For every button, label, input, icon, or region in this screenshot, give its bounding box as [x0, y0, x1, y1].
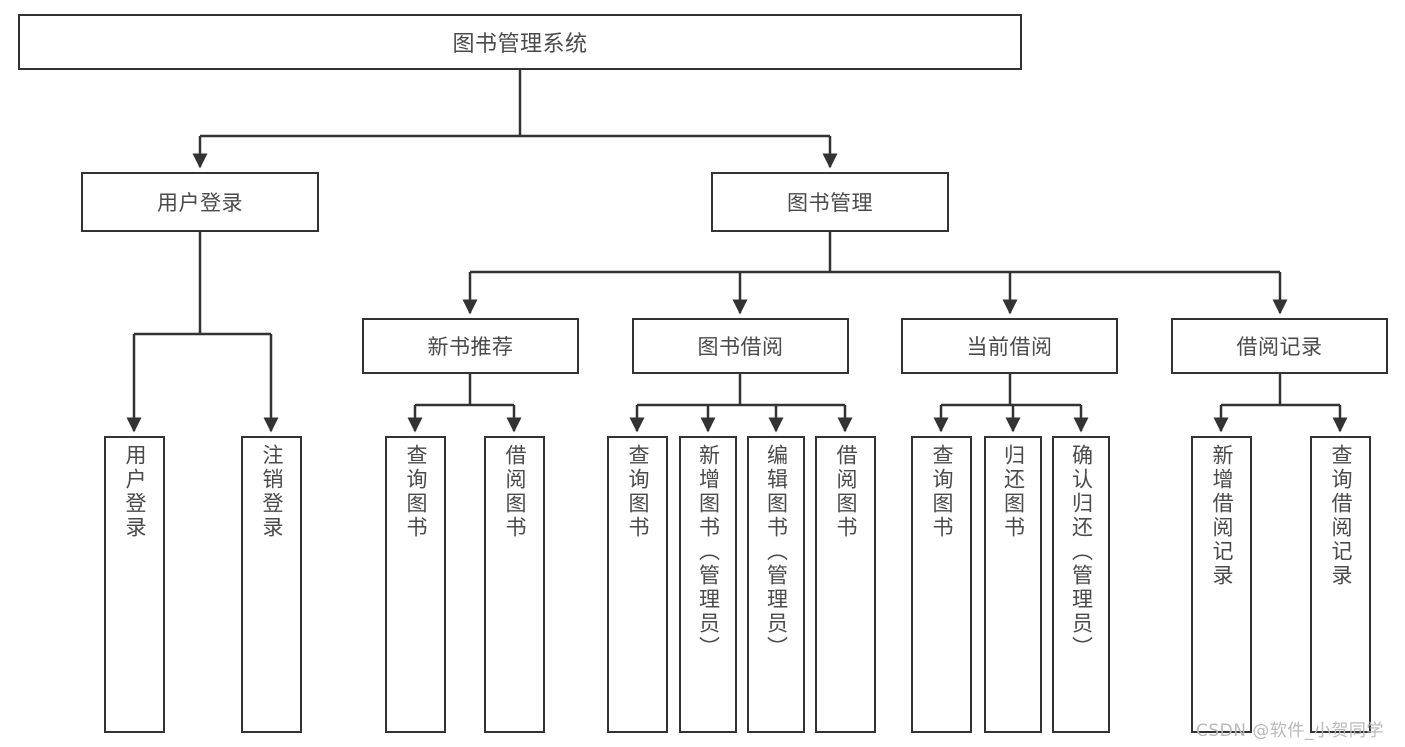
node-leaf-query-book-3-label: 查询图书	[929, 444, 954, 540]
node-leaf-query-book-2-label: 查询图书	[625, 444, 650, 540]
node-leaf-query-record[interactable]: 查询借阅记录	[1310, 436, 1371, 733]
node-leaf-add-record[interactable]: 新增借阅记录	[1191, 436, 1252, 733]
node-leaf-borrow-book-1[interactable]: 借阅图书	[484, 436, 545, 733]
node-borrow-record-label: 借阅记录	[1236, 335, 1323, 359]
node-current-borrow[interactable]: 当前借阅	[901, 318, 1118, 374]
node-book-manage[interactable]: 图书管理	[711, 172, 949, 232]
node-new-book-rec[interactable]: 新书推荐	[362, 318, 579, 374]
node-root[interactable]: 图书管理系统	[18, 14, 1022, 70]
node-leaf-query-book-1-label: 查询图书	[403, 444, 428, 540]
node-leaf-return-book[interactable]: 归还图书	[984, 436, 1042, 733]
node-leaf-query-book-1[interactable]: 查询图书	[385, 436, 446, 733]
node-leaf-query-book-3[interactable]: 查询图书	[911, 436, 972, 733]
node-leaf-add-book-label: 新增图书（管理员）	[696, 444, 721, 660]
node-leaf-query-book-2[interactable]: 查询图书	[607, 436, 668, 733]
node-user-login-label: 用户登录	[157, 191, 243, 215]
node-leaf-borrow-book-1-label: 借阅图书	[502, 444, 527, 540]
node-leaf-add-book[interactable]: 新增图书（管理员）	[679, 436, 737, 733]
node-leaf-user-login-label: 用户登录	[122, 444, 147, 540]
node-book-manage-label: 图书管理	[787, 191, 873, 215]
node-leaf-user-login[interactable]: 用户登录	[104, 436, 165, 733]
node-leaf-query-record-label: 查询借阅记录	[1328, 444, 1353, 588]
node-leaf-logout-label: 注销登录	[259, 444, 284, 540]
node-leaf-confirm-return[interactable]: 确认归还（管理员）	[1052, 436, 1110, 733]
node-leaf-edit-book-label: 编辑图书（管理员）	[764, 444, 789, 660]
node-leaf-logout[interactable]: 注销登录	[241, 436, 302, 733]
node-leaf-confirm-return-label: 确认归还（管理员）	[1069, 444, 1094, 660]
node-new-book-rec-label: 新书推荐	[427, 335, 514, 359]
node-book-borrow-label: 图书借阅	[697, 335, 784, 359]
node-leaf-return-book-label: 归还图书	[1001, 444, 1026, 540]
node-book-borrow[interactable]: 图书借阅	[632, 318, 849, 374]
node-borrow-record[interactable]: 借阅记录	[1171, 318, 1388, 374]
node-leaf-edit-book[interactable]: 编辑图书（管理员）	[747, 436, 805, 733]
node-user-login[interactable]: 用户登录	[81, 172, 319, 232]
node-leaf-borrow-book-2-label: 借阅图书	[833, 444, 858, 540]
node-root-label: 图书管理系统	[452, 32, 588, 57]
node-leaf-borrow-book-2[interactable]: 借阅图书	[815, 436, 876, 733]
node-leaf-add-record-label: 新增借阅记录	[1209, 444, 1234, 588]
node-current-borrow-label: 当前借阅	[966, 335, 1053, 359]
